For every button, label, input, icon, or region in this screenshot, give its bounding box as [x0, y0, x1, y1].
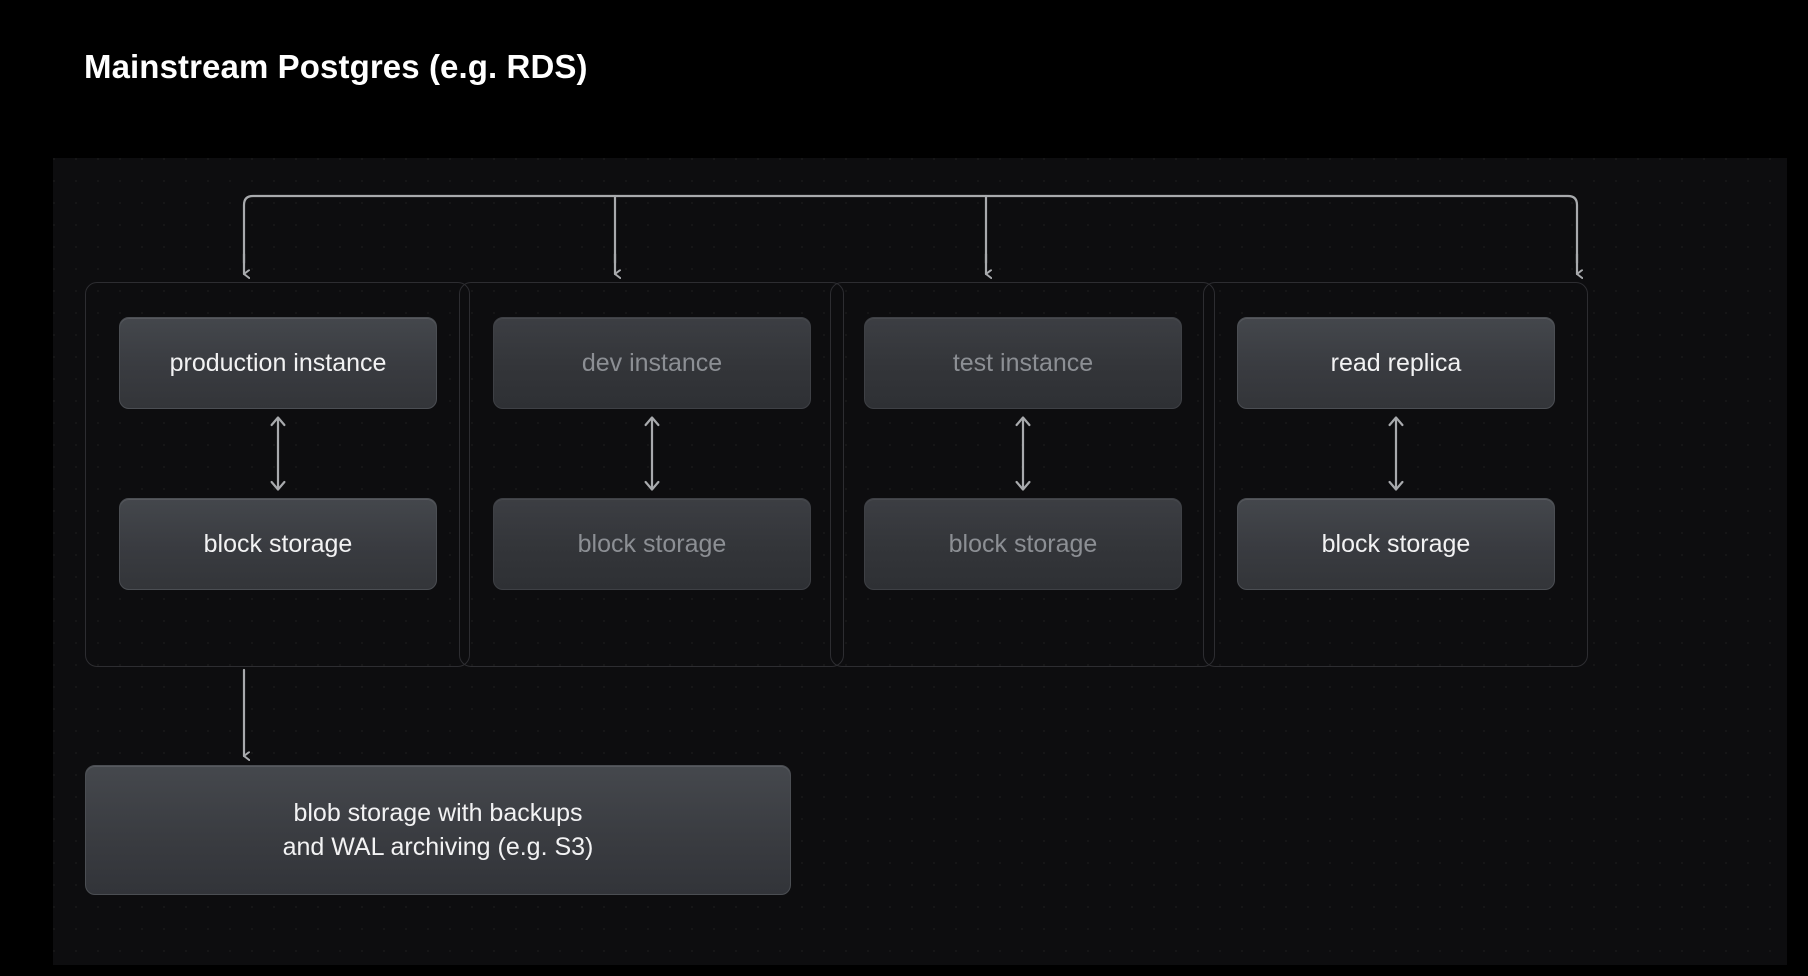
node-blob-storage[interactable]: blob storage with backups and WAL archiv… [85, 765, 791, 895]
diagram-panel: production instance block storage dev in… [53, 158, 1787, 965]
node-production-block-storage[interactable]: block storage [119, 498, 437, 590]
node-read-replica-block-storage[interactable]: block storage [1237, 498, 1555, 590]
node-read-replica[interactable]: read replica [1237, 317, 1555, 409]
double-arrow-icon [1388, 416, 1403, 491]
double-arrow-icon [644, 416, 659, 491]
node-production-instance[interactable]: production instance [119, 317, 437, 409]
distribution-bus [242, 194, 1579, 265]
group-dev[interactable]: dev instance block storage [459, 282, 844, 667]
node-dev-block-storage[interactable]: block storage [493, 498, 811, 590]
node-test-instance[interactable]: test instance [864, 317, 1182, 409]
double-arrow-icon [1015, 416, 1030, 491]
group-test[interactable]: test instance block storage [830, 282, 1215, 667]
group-production[interactable]: production instance block storage [85, 282, 470, 667]
node-dev-instance[interactable]: dev instance [493, 317, 811, 409]
blob-storage-line-2: and WAL archiving (e.g. S3) [282, 832, 594, 861]
page-title: Mainstream Postgres (e.g. RDS) [84, 48, 588, 85]
double-arrow-icon [270, 416, 285, 491]
blob-storage-line-1: blob storage with backups [293, 798, 583, 827]
node-test-block-storage[interactable]: block storage [864, 498, 1182, 590]
group-read-replica[interactable]: read replica block storage [1203, 282, 1588, 667]
